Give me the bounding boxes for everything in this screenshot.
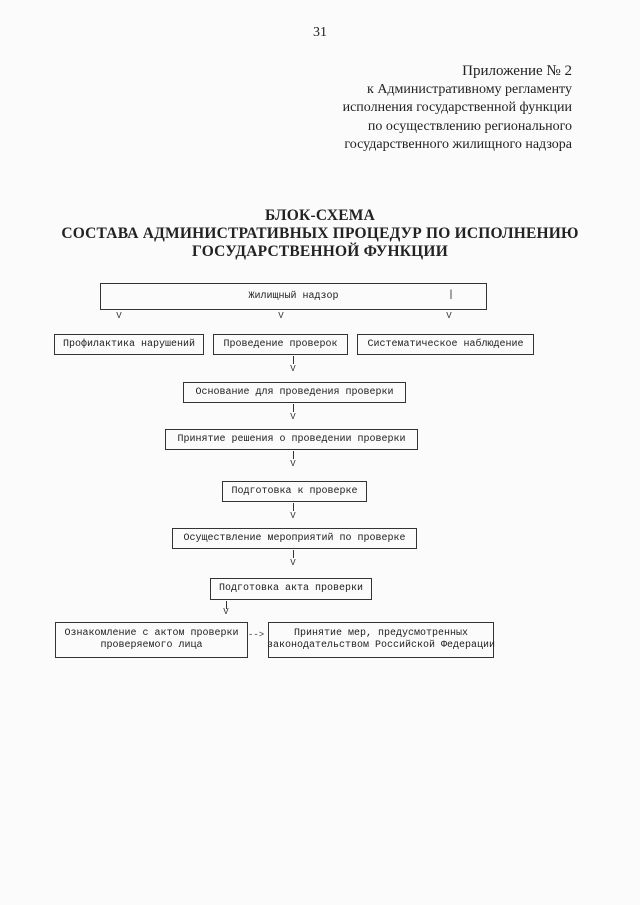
- box-label-line-2: законодательством Российской Федерации: [266, 640, 496, 651]
- box-legal-measures: Принятие мер, предусмотренных законодате…: [266, 622, 496, 658]
- annex-block: Приложение № 2 к Административному регла…: [343, 62, 572, 155]
- connector-line: [293, 356, 294, 364]
- arrow-down: V: [446, 311, 452, 321]
- arrow-down: V: [290, 364, 296, 374]
- box-familiarization: Ознакомление с актом проверки проверяемо…: [55, 622, 248, 658]
- box-inspection-report: Подготовка акта проверки: [210, 578, 372, 600]
- box-label: Жилищный надзор: [248, 290, 339, 302]
- annex-line: исполнения государственной функции: [342, 100, 572, 115]
- arrow-right: -->: [248, 630, 265, 640]
- connector-line: [293, 451, 294, 459]
- box-inspection-preparation: Подготовка к проверке: [222, 481, 367, 502]
- box-label: Основание для проведения проверки: [195, 386, 394, 398]
- title-line-3: ГОСУДАРСТВЕННОЙ ФУНКЦИИ: [192, 243, 448, 260]
- title-line-1: БЛОК-СХЕМА: [264, 207, 375, 224]
- connector-line: [293, 503, 294, 511]
- box-label-line-1: Принятие мер, предусмотренных: [293, 628, 469, 639]
- annex-line: по осуществлению регионального: [367, 118, 572, 134]
- box-label: Принятие решения о проведении проверки: [177, 433, 406, 445]
- arrow-down: V: [290, 412, 296, 422]
- box-systematic-observation: Систематическое наблюдение: [357, 334, 534, 355]
- connector-line: [226, 601, 227, 609]
- box-label: Подготовка к проверке: [231, 485, 358, 497]
- annex-line: государственного жилищного надзора: [344, 137, 572, 152]
- arrow-down: V: [290, 558, 296, 568]
- box-label-line-2: проверяемого лица: [100, 640, 203, 651]
- connector-line: [293, 404, 294, 412]
- box-inspection-decision: Принятие решения о проведении проверки: [165, 429, 418, 450]
- annex-line: к Административному регламенту: [367, 81, 572, 97]
- arrow-down: V: [290, 511, 296, 521]
- box-label: Подготовка акта проверки: [218, 583, 364, 594]
- box-label: Проведение проверок: [223, 338, 338, 350]
- box-inspection-activities: Осуществление мероприятий по проверке: [172, 528, 417, 549]
- box-housing-supervision: Жилищный надзор: [100, 283, 487, 310]
- box-label: Осуществление мероприятий по проверке: [183, 532, 406, 544]
- box-violation-prevention: Профилактика нарушений: [54, 334, 204, 355]
- arrow-down: V: [116, 311, 122, 321]
- page-number: 31: [313, 25, 327, 40]
- connector-line: [293, 550, 294, 558]
- box-inspection-basis: Основание для проведения проверки: [183, 382, 406, 403]
- box-conducting-inspections: Проведение проверок: [213, 334, 348, 355]
- box-label: Систематическое наблюдение: [367, 338, 524, 350]
- arrow-down: V: [223, 607, 229, 617]
- document-title: БЛОК-СХЕМА СОСТАВА АДМИНИСТРАТИВНЫХ ПРОЦ…: [0, 207, 640, 261]
- arrow-down: V: [290, 459, 296, 469]
- annex-title: Приложение № 2: [462, 63, 572, 79]
- box-label-line-1: Ознакомление с актом проверки: [64, 628, 239, 639]
- box-label: Профилактика нарушений: [62, 338, 196, 350]
- arrow-down: V: [278, 311, 284, 321]
- inner-mark: |: [448, 290, 455, 301]
- title-line-2: СОСТАВА АДМИНИСТРАТИВНЫХ ПРОЦЕДУР ПО ИСП…: [61, 225, 579, 242]
